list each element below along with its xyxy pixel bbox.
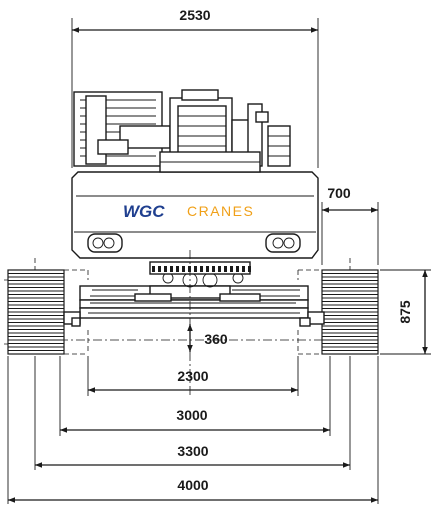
brand-logo-wgc: WGC [123,202,165,221]
track-hidden-outlines [4,258,351,355]
left-track [7,269,65,355]
dimension-ground-clearance: 360 [187,324,228,352]
slew-ring-tooth [218,266,221,272]
right-track-treads [322,273,378,351]
dim-label-3300: 3300 [177,443,208,459]
slew-ring-tooth [194,266,197,272]
right-headlight [265,233,301,253]
slew-ring-tooth [248,266,251,272]
slew-ring-tooth [236,266,239,272]
dim-label-2300: 2300 [177,368,208,384]
slew-ring-tooth [200,266,203,272]
dimension-track-shoe-width: 700 [322,185,378,213]
slew-ring-tooth [230,266,233,272]
slew-ring-tooth [164,266,167,272]
slew-ring-tooth [176,266,179,272]
slew-ring-tooth [242,266,245,272]
dim-label-2530: 2530 [179,7,210,23]
left-track-treads [8,273,64,351]
center-lines [8,250,378,395]
slew-ring-tooth [152,266,155,272]
slew-ring-tooth [182,266,185,272]
dimension-overall-width-retracted: 3300 [35,443,350,468]
slew-ring-teeth [152,266,251,272]
slew-ring-tooth [170,266,173,272]
slew-ring-tooth [158,266,161,272]
superstructure [71,89,319,259]
dimension-superstructure-width: 2530 [72,7,318,33]
extension-lines [7,18,431,504]
dim-label-4000: 4000 [177,477,208,493]
dim-label-875: 875 [397,300,413,324]
dimension-track-gauge-retracted: 2300 [88,368,298,393]
slew-ring-tooth [206,266,209,272]
left-headlight [87,233,123,253]
dimension-track-gauge-extended: 3000 [60,407,330,433]
brand-logo: WGC CRANES [123,202,254,221]
slew-ring-tooth [224,266,227,272]
dim-label-3000: 3000 [176,407,207,423]
brand-logo-cranes: CRANES [187,203,254,219]
dimension-track-height: 875 [397,270,428,354]
carbody [63,261,325,327]
right-track [321,269,379,355]
slew-ring-tooth [212,266,215,272]
dim-label-360: 360 [204,331,228,347]
dim-label-700: 700 [327,185,351,201]
dimension-overall-width-extended: 4000 [8,477,378,503]
slew-ring-tooth [188,266,191,272]
